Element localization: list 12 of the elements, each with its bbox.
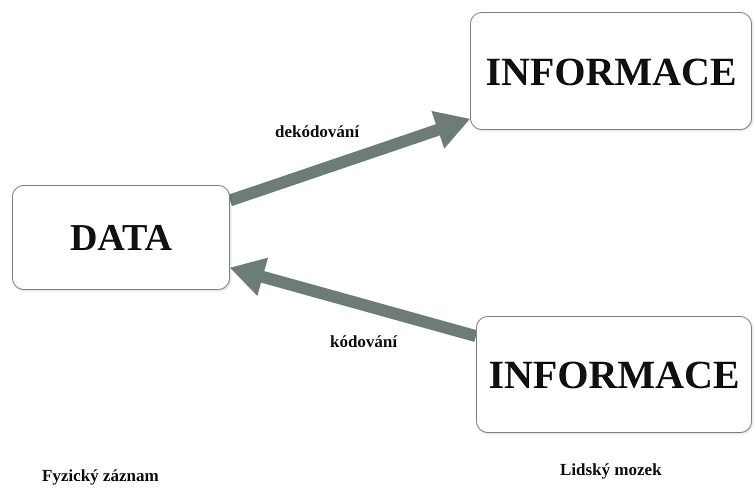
process-box <box>12 185 230 290</box>
process-box <box>470 12 752 130</box>
node-label: INFORMACE <box>488 351 740 398</box>
edge-label: kódování <box>330 332 398 352</box>
node-label: DATA <box>70 216 172 260</box>
node-label: INFORMACE <box>485 48 737 94</box>
caption-label: Fyzický záznam <box>42 466 159 486</box>
edge-label: dekódování <box>275 122 360 142</box>
caption-label: Lidský mozek <box>560 460 662 480</box>
arrow <box>228 110 470 206</box>
process-box <box>476 316 752 433</box>
arrow <box>230 258 478 342</box>
